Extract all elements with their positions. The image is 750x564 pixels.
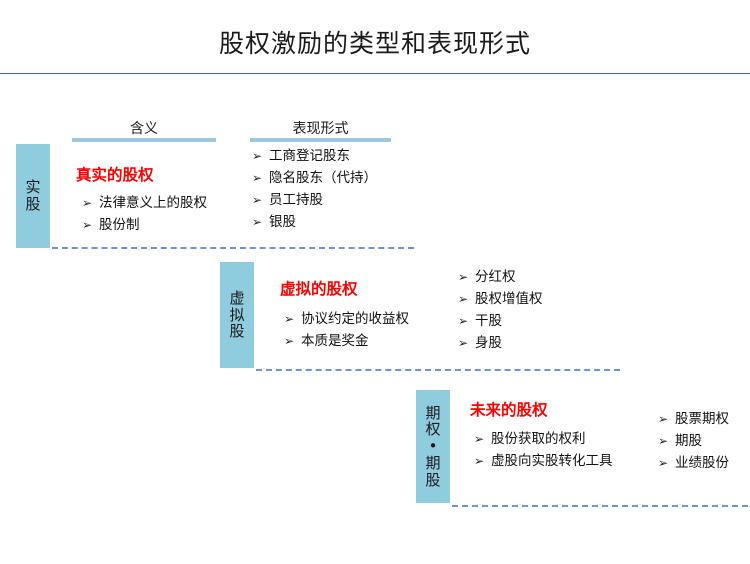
column-header-meaning-underline	[72, 138, 216, 142]
list-item: ➢ 股份制	[82, 214, 207, 236]
row-heading-option-equity: 未来的股权	[470, 401, 548, 419]
list-item-label: 本质是奖金	[301, 333, 369, 349]
list-item: ➢ 期股	[658, 430, 729, 452]
list-item-label: 法律意义上的股权	[99, 195, 207, 211]
arrow-bullet-icon: ➢	[458, 292, 469, 306]
list-item: ➢ 银股	[252, 211, 377, 233]
column-header-form-underline	[250, 138, 391, 142]
arrow-bullet-icon: ➢	[658, 456, 669, 470]
arrow-bullet-icon: ➢	[82, 218, 93, 232]
arrow-bullet-icon: ➢	[458, 270, 469, 284]
list-item: ➢ 股票期权	[658, 408, 729, 430]
list-item-label: 股份制	[99, 217, 140, 233]
arrow-bullet-icon: ➢	[252, 193, 263, 207]
title-divider	[0, 73, 750, 74]
list-item-label: 股权增值权	[475, 291, 543, 307]
tag-char: 实	[25, 178, 41, 197]
arrow-bullet-icon: ➢	[458, 336, 469, 350]
tag-char: 期	[425, 403, 441, 422]
list-item-label: 身股	[475, 335, 502, 351]
arrow-bullet-icon: ➢	[458, 314, 469, 328]
row-divider-real-equity	[52, 247, 414, 249]
list-item-label: 银股	[269, 214, 296, 230]
row-tag-virtual-equity: 虚 拟 股	[220, 262, 254, 368]
arrow-bullet-icon: ➢	[252, 215, 263, 229]
row-form-list-option-equity: ➢ 股票期权 ➢ 期股 ➢ 业绩股份	[658, 408, 729, 474]
list-item: ➢ 隐名股东（代持）	[252, 167, 377, 189]
row-heading-real-equity: 真实的股权	[76, 166, 154, 184]
arrow-bullet-icon: ➢	[474, 432, 485, 446]
tag-char: 拟	[229, 305, 245, 324]
column-header-form: 表现形式	[292, 121, 349, 137]
list-item-label: 股份获取的权利	[491, 431, 586, 447]
list-item-label: 隐名股东（代持）	[269, 170, 377, 186]
arrow-bullet-icon: ➢	[658, 412, 669, 426]
page-title: 股权激励的类型和表现形式	[218, 29, 531, 58]
arrow-bullet-icon: ➢	[474, 454, 485, 468]
arrow-bullet-icon: ➢	[252, 171, 263, 185]
tag-char: 股	[25, 195, 41, 213]
list-item: ➢ 本质是奖金	[284, 330, 409, 352]
row-divider-option-equity	[452, 505, 748, 507]
list-item: ➢ 干股	[458, 310, 543, 332]
list-item: ➢ 分红权	[458, 266, 543, 288]
list-item: ➢ 业绩股份	[658, 452, 729, 474]
column-header-meaning: 含义	[130, 121, 158, 137]
list-item: ➢ 协议约定的收益权	[284, 308, 409, 330]
tag-char: 权	[425, 420, 441, 439]
row-divider-virtual-equity	[256, 369, 620, 371]
arrow-bullet-icon: ➢	[252, 149, 263, 163]
list-item: ➢ 工商登记股东	[252, 145, 377, 167]
row-heading-virtual-equity: 虚拟的股权	[280, 280, 358, 298]
list-item-label: 业绩股份	[675, 455, 729, 471]
arrow-bullet-icon: ➢	[284, 312, 295, 326]
list-item-label: 虚股向实股转化工具	[491, 453, 613, 469]
row-meaning-list-virtual-equity: ➢ 协议约定的收益权 ➢ 本质是奖金	[284, 308, 409, 352]
row-tag-option-equity: 期 权 • 期 股	[416, 390, 450, 503]
tag-char-separator: •	[428, 437, 438, 456]
arrow-bullet-icon: ➢	[284, 334, 295, 348]
tag-char: 股	[425, 470, 441, 489]
list-item: ➢ 员工持股	[252, 189, 377, 211]
list-item: ➢ 法律意义上的股权	[82, 192, 207, 214]
list-item-label: 协议约定的收益权	[301, 311, 409, 327]
list-item-label: 工商登记股东	[269, 148, 350, 164]
list-item-label: 分红权	[475, 269, 516, 285]
row-meaning-list-option-equity: ➢ 股份获取的权利 ➢ 虚股向实股转化工具	[474, 428, 613, 472]
tag-char: 股	[229, 322, 245, 341]
tag-char: 期	[425, 453, 441, 472]
list-item: ➢ 股份获取的权利	[474, 428, 613, 450]
arrow-bullet-icon: ➢	[658, 434, 669, 448]
row-form-list-virtual-equity: ➢ 分红权 ➢ 股权增值权 ➢ 干股 ➢ 身股	[458, 266, 543, 354]
row-form-list-real-equity: ➢ 工商登记股东 ➢ 隐名股东（代持） ➢ 员工持股 ➢ 银股	[252, 145, 377, 233]
list-item-label: 员工持股	[269, 192, 323, 208]
list-item-label: 期股	[675, 433, 702, 449]
tag-char: 虚	[229, 288, 245, 307]
row-meaning-list-real-equity: ➢ 法律意义上的股权 ➢ 股份制	[82, 192, 207, 236]
list-item: ➢ 身股	[458, 332, 543, 354]
list-item-label: 股票期权	[675, 411, 729, 427]
row-tag-real-equity: 实 股	[16, 144, 50, 248]
list-item: ➢ 虚股向实股转化工具	[474, 450, 613, 472]
list-item: ➢ 股权增值权	[458, 288, 543, 310]
arrow-bullet-icon: ➢	[82, 196, 93, 210]
list-item-label: 干股	[475, 313, 502, 329]
